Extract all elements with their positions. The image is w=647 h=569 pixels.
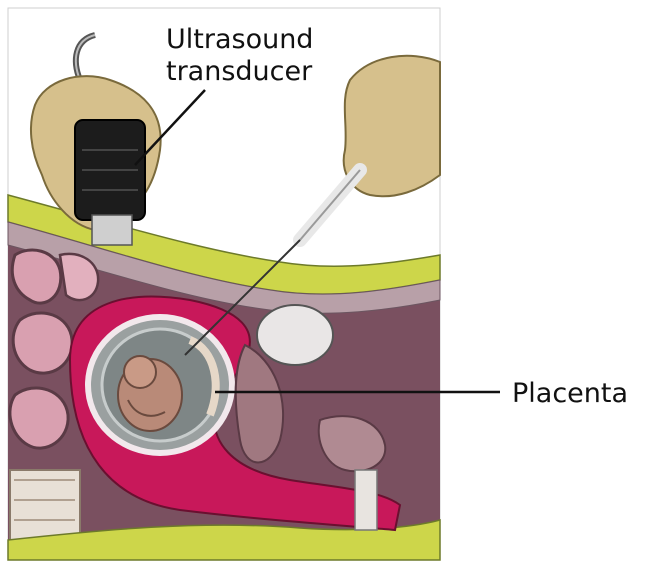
label-placenta: Placenta (512, 378, 628, 409)
bladder (257, 305, 333, 365)
label-transducer-line2: transducer (166, 56, 313, 87)
label-transducer-line1: Ultrasound (166, 24, 313, 55)
